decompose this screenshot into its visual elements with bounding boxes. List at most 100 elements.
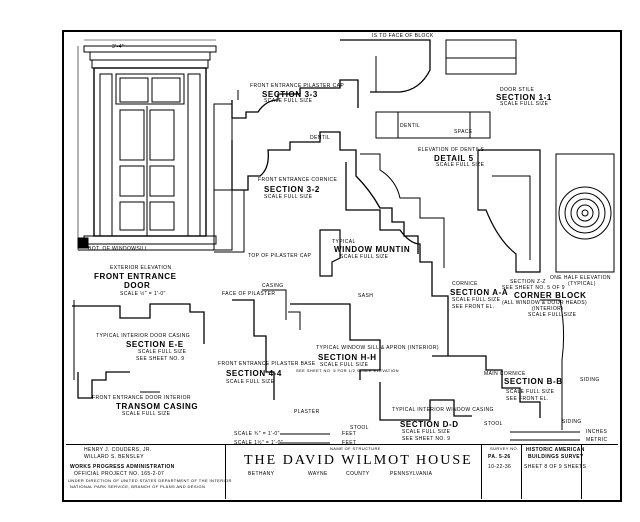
- habs-2: BUILDINGS SURVEY: [528, 454, 584, 460]
- bb-ref: SEE FRONT EL.: [506, 396, 549, 402]
- muntin-scale: SCALE FULL SIZE: [340, 254, 389, 260]
- bb-title: SECTION B-B: [504, 377, 563, 386]
- ee-scale: SCALE FULL SIZE: [138, 349, 187, 355]
- ee-pre: TYPICAL INTERIOR DOOR CASING: [96, 333, 191, 339]
- drawn-by-2: WILLARD S. BENSLEY: [84, 454, 144, 460]
- dd-scale: SCALE FULL SIZE: [402, 429, 451, 435]
- section-b-b-profile: [432, 355, 541, 418]
- corner-pre2: SEE SHEET NO. 5 OF 9: [502, 285, 565, 291]
- s11-pre: DOOR STILE: [500, 87, 535, 93]
- note-siding: SIDING: [580, 377, 600, 383]
- title-block-seal: [582, 445, 618, 499]
- corner-block-section: [477, 149, 541, 273]
- corner-title: CORNER BLOCK: [514, 291, 587, 300]
- muntin-pre: TYPICAL: [332, 239, 356, 245]
- hh-ref: SEE SHEET NO. 5 FOR 1/2 SCALE ELEVATION: [296, 368, 399, 373]
- dd-pre: TYPICAL INTERIOR WINDOW CASING: [392, 407, 494, 413]
- s44-scale: SCALE FULL SIZE: [226, 379, 275, 385]
- door-scale: SCALE ½" = 1'-0": [120, 291, 166, 297]
- note-siding-2: SIDING: [562, 419, 582, 425]
- location-county-label: COUNTY: [346, 471, 370, 477]
- section-a-a-profile: [345, 162, 449, 356]
- scale-inches: INCHES: [586, 429, 608, 435]
- note-stool: STOOL: [350, 425, 369, 431]
- transom-title: TRANSOM CASING: [116, 402, 199, 411]
- muntin-title: WINDOW MUNTIN: [334, 245, 411, 254]
- agency-3: UNDER DIRECTION OF UNITED STATES DEPARTM…: [68, 478, 232, 483]
- note-top: IS TO FACE OF BLOCK: [372, 33, 434, 39]
- location-town: BETHANY: [248, 471, 275, 477]
- section-4-4-profile: [232, 299, 275, 400]
- door-box-note: BOT. OF WINDOWSILL: [88, 246, 149, 252]
- s11-scale: SCALE FULL SIZE: [500, 101, 549, 107]
- title-block-agency: HENRY J. COUDERS, JR. WILLARD S. BENSLEY…: [66, 445, 231, 499]
- section-3-3-profile: [231, 79, 359, 119]
- location-state: PENNSYLVANIA: [390, 471, 433, 477]
- ee-ref: SEE SHEET NO. 9: [136, 356, 185, 362]
- s32-pre: FRONT ENTRANCE CORNICE: [258, 177, 338, 183]
- corner-scale: SCALE FULL SIZE: [528, 312, 577, 318]
- survey-date: 10-22-36: [488, 464, 512, 470]
- section-d-d-profile: [379, 382, 472, 421]
- window-muntin-section: [319, 229, 341, 277]
- detail5-title: DETAIL 5: [434, 154, 474, 163]
- location-county: WAYNE: [308, 471, 328, 477]
- drawing-sheet-border: [62, 30, 622, 502]
- transom-scale: SCALE FULL SIZE: [122, 411, 171, 417]
- agency-2: OFFICIAL PROJECT NO. 165-2-07: [74, 471, 165, 477]
- note-sash: SASH: [358, 293, 374, 299]
- door-dim: 3'-4": [112, 44, 124, 50]
- title-block-habs: HISTORIC AMERICAN BUILDINGS SURVEY SHEET…: [522, 445, 586, 499]
- bb-pre: MAIN CORNICE: [484, 371, 526, 377]
- title-block-name: NAME OF STRUCTURE THE DAVID WILMOT HOUSE…: [226, 445, 482, 499]
- hh-title: SECTION H-H: [318, 353, 377, 362]
- section-3-2-profile: [231, 131, 419, 254]
- corner-sub: (ALL WINDOW & DOOR HEADS): [502, 300, 588, 306]
- transom-pre: FRONT ENTRANCE DOOR INTERIOR: [92, 395, 191, 401]
- s32-scale: SCALE FULL SIZE: [264, 194, 313, 200]
- note-stool-2: STOOL: [484, 421, 503, 427]
- title-block: HENRY J. COUDERS, JR. WILLARD S. BENSLEY…: [66, 444, 618, 499]
- note-space: SPACE: [454, 129, 473, 135]
- section-e-e-profile: [72, 303, 205, 344]
- door-title-small: EXTERIOR ELEVATION: [110, 265, 172, 271]
- aa-ref: SEE FRONT EL.: [452, 304, 495, 310]
- note-dentil: DENTIL: [310, 135, 331, 141]
- half-pre: ONE HALF ELEVATION: [550, 275, 611, 281]
- dd-title: SECTION D-D: [400, 420, 459, 429]
- detail5-pre: ELEVATION OF DENTILS: [418, 147, 485, 153]
- structure-name: THE DAVID WILMOT HOUSE: [244, 453, 473, 468]
- survey-label: SURVEY NO.: [490, 446, 519, 451]
- corner-block-rosette: [555, 153, 615, 273]
- dentil-elevation: [375, 111, 491, 139]
- door-stile: [445, 39, 517, 75]
- scale-feet: FEET: [342, 431, 357, 437]
- scale-2: SCALE 1½" = 1'-0": [234, 440, 283, 446]
- note-casing: CASING: [262, 283, 284, 289]
- note-top-pilaster-cap: TOP OF PILASTER CAP: [248, 253, 312, 259]
- s32-title: SECTION 3-2: [264, 185, 320, 194]
- hh-pre: TYPICAL WINDOW SILL & APRON (INTERIOR): [316, 345, 439, 351]
- aa-title: SECTION A-A: [450, 288, 509, 297]
- door-title: FRONT ENTRANCE: [94, 272, 177, 281]
- structure-label: NAME OF STRUCTURE: [330, 446, 381, 451]
- title-block-survey: SURVEY NO. PA. 5-26 10-22-36: [482, 445, 522, 499]
- s11-title: SECTION 1-1: [496, 93, 552, 102]
- half-pre2: (TYPICAL): [568, 281, 596, 287]
- s44-title: SECTION 4-4: [226, 369, 282, 378]
- s44-pre: FRONT ENTRANCE PILASTER BASE: [218, 361, 316, 367]
- dd-ref: SEE SHEET NO. 9: [402, 436, 451, 442]
- habs-1: HISTORIC AMERICAN: [526, 447, 585, 453]
- scale-feet-2: FEET: [342, 440, 357, 446]
- door-elevation-drawing: [77, 39, 218, 251]
- hh-scale: SCALE FULL SIZE: [320, 362, 369, 368]
- sheet-number: SHEET 8 OF 9 SHEETS: [524, 464, 587, 470]
- survey-number: PA. 5-26: [488, 454, 511, 460]
- agency-4: NATIONAL PARK SERVICE, BRANCH OF PLANS A…: [70, 484, 206, 489]
- aa-pre: CORNICE: [452, 281, 478, 287]
- agency-1: WORKS PROGRESS ADMINISTRATION: [70, 464, 175, 470]
- detail5-scale: SCALE FULL SIZE: [436, 162, 485, 168]
- section-h-h-profile: [290, 303, 381, 380]
- scale-1: SCALE ¾" = 1'-0": [234, 431, 280, 437]
